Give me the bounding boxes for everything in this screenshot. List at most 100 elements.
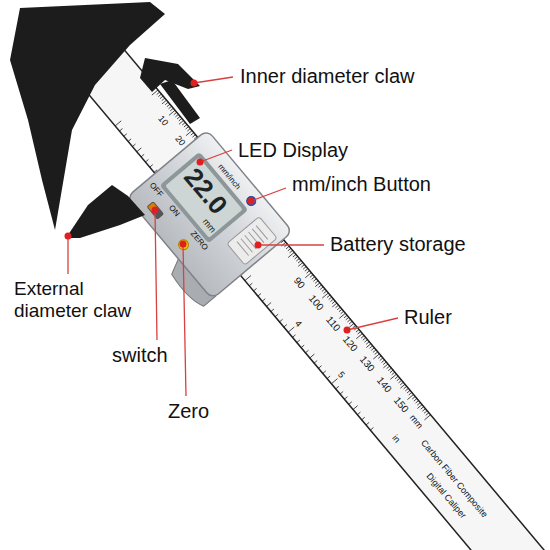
scale-tick [395,376,398,379]
scale-tick [115,121,121,126]
scale-tick [315,283,320,287]
scale-tick [192,135,195,138]
scale-tick [397,378,400,381]
scale-tick [347,319,350,322]
scale-tick [174,112,177,115]
scale-tick [424,415,430,420]
scale-tick [366,342,369,345]
scale-tick [405,388,408,391]
scale-tick [361,336,364,339]
scale-tick [370,346,373,349]
scale-tick [422,409,425,412]
scale-tick [169,106,172,109]
scale-tick [295,256,298,259]
scale-tick [400,384,405,388]
scale-tick [358,332,361,335]
scale-tick [371,348,374,351]
scale-tick [323,371,326,374]
scale-tick [339,309,342,312]
scale-tick [366,422,369,425]
display-bezel [160,152,249,244]
scale-tick [175,114,178,117]
scale-tick [366,344,371,348]
scale-tick [349,323,354,327]
scale-tick [349,321,352,324]
scale-tick [414,399,417,402]
scale-tick [318,285,321,288]
scale-tick [179,120,184,124]
scale-tick [128,139,131,142]
scale-tick [298,263,303,267]
scale-tick [296,258,299,261]
scale-tick [290,250,293,253]
scale-tick [167,104,170,107]
scale-tick [191,133,194,136]
part-label: Inner diameter claw [240,65,415,88]
scale-tick [421,407,424,410]
scale-tick [170,108,173,111]
scale-tick [284,324,287,327]
scale-tick [305,269,308,272]
scale-tick [315,281,318,284]
scale-tick [336,305,339,308]
scale-tick [162,98,165,101]
scale-tick [271,309,274,312]
fixed-jaw [10,2,165,230]
battery-cover [227,217,277,265]
scale-tick [399,380,402,383]
scale-tick [310,354,315,358]
scale-tick [160,96,163,99]
scale-tick [378,356,381,359]
part-label: External diameter claw [14,278,149,322]
scale-tick [258,294,261,297]
scale-tick [275,314,278,317]
scale-tick [245,275,251,280]
scale-tick [132,144,135,147]
scale-tick [327,376,330,379]
scale-ticks [115,90,430,451]
scale-tick [162,100,167,104]
scale-tick [124,134,127,137]
scale-tick [336,386,339,389]
scale-tick [301,345,304,348]
scale-tick [165,102,168,105]
scale-tick [344,397,347,400]
scale-tick [370,428,373,431]
scale-tick [373,350,376,353]
scale-tick [301,265,304,268]
ruler-beam [44,6,550,550]
scale-tick [346,317,349,320]
inner-diameter-claw [140,58,200,92]
scale-tick [177,116,180,119]
scale-tick [141,154,144,157]
scale-tick [324,291,327,294]
lcd-screen [165,157,242,237]
scale-tick [312,277,315,280]
scale-tick [340,391,343,394]
scale-tick [305,350,308,353]
scale-tick [412,396,415,399]
scale-tick [416,401,419,404]
scale-tick [380,358,383,361]
scale-tick [407,390,410,393]
scale-tick [329,297,332,300]
scale-tick [310,275,313,278]
scale-tick [364,340,367,343]
scale-tick [363,338,366,341]
scale-tick [404,386,407,389]
scale-tick [327,295,330,298]
part-label: LED Display [238,139,348,162]
scale-tick [186,127,189,130]
scale-tick [383,362,386,365]
scale-tick [297,340,300,343]
external-diameter-claw [66,185,145,238]
scale-tick [332,301,335,304]
scale-tick [332,303,337,307]
scale-tick [417,405,422,409]
part-label: mm/inch Button [292,173,431,196]
scale-tick [254,288,257,291]
scale-tick [249,283,252,286]
caliper-frame [4,0,550,550]
mm-inch-button [245,195,258,208]
scale-tick [293,254,296,257]
